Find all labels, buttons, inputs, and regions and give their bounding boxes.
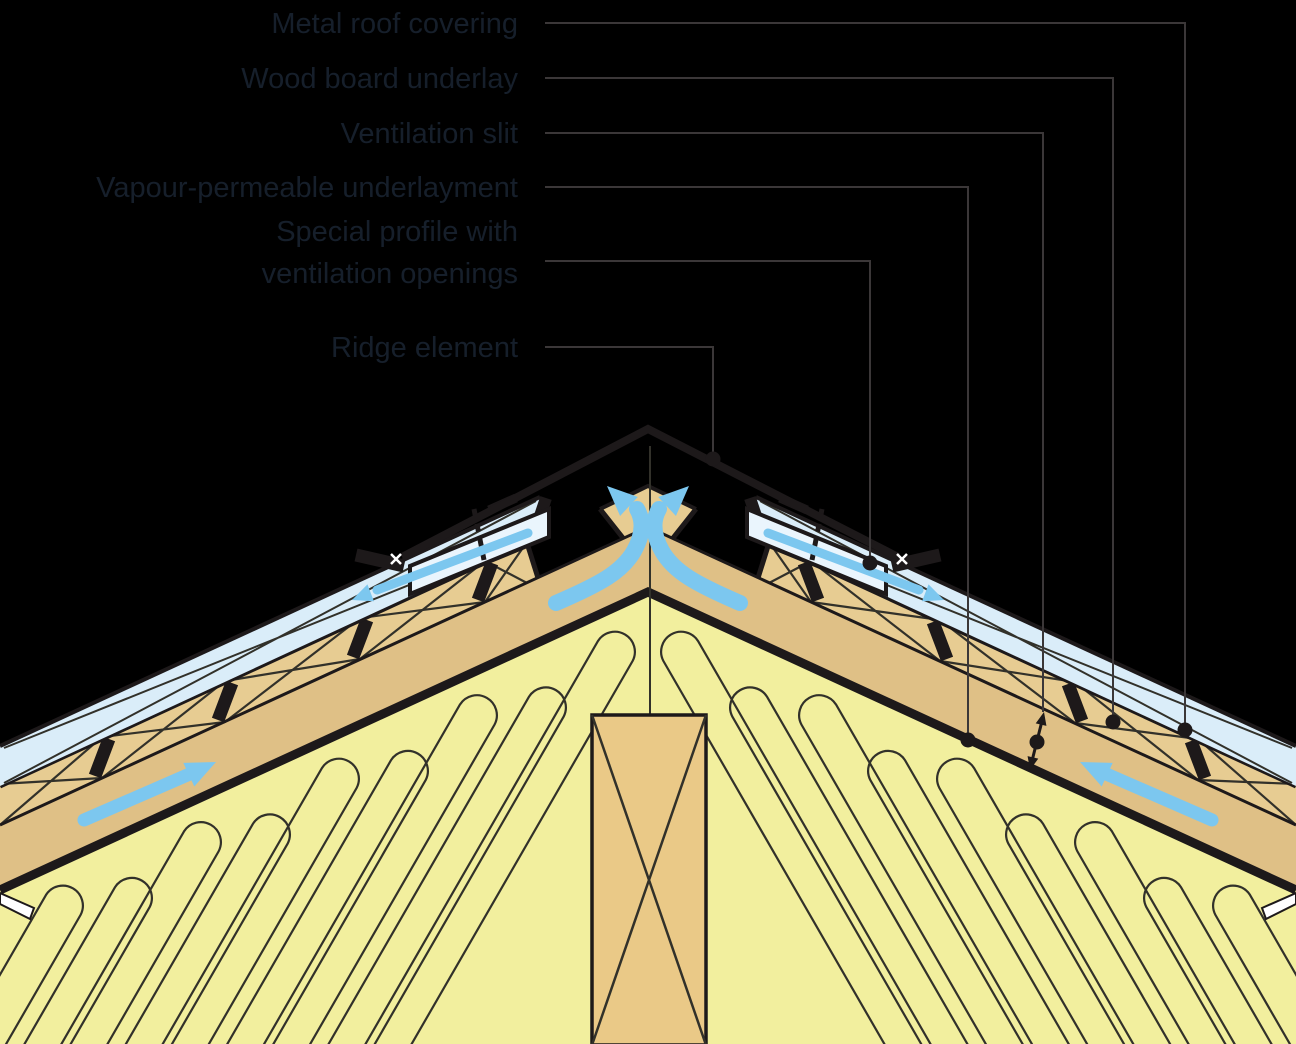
leader-wood-board-underlay [545,77,1114,722]
airflow-arrowhead-icon [922,584,944,602]
airflow-arrow-ridge-right [646,501,748,611]
leader-ridge-element [545,346,714,459]
leader-dot-icon [862,555,878,571]
airflow-arrow-profile-right [763,528,924,595]
measure-arrowhead-icon [1035,712,1047,726]
interior-lining-corner-left [0,891,36,921]
leader-lines [545,22,1186,740]
insulation-hatch-right [660,630,1296,1044]
wood-board-underlay-right [755,541,1296,826]
ridge-cap [354,424,942,573]
ventilation-air-channel [0,527,1296,890]
labels: Metal roof covering Wood board underlay … [96,8,518,364]
leader-ventilation-slit [545,132,1044,712]
label-ridge-element: Ridge element [331,332,518,364]
label-vapour-permeable-underlayment: Vapour-permeable underlayment [96,172,518,204]
leader-dots [705,451,1193,750]
leader-dot-icon [1177,722,1193,738]
airflow-arrow-ridge-left [548,501,650,611]
airflow-arrowhead-icon [183,762,216,787]
fixing-cross-icon-right [896,553,908,565]
label-wood-board-underlay: Wood board underlay [241,63,518,95]
label-ventilation-slit: Ventilation slit [341,118,518,150]
wood-board-underlay-left [0,541,541,826]
airflow-arrows [77,486,1219,827]
leader-special-profile [545,260,871,563]
airflow-arrowhead-icon [658,486,689,516]
ridge-post [590,713,708,1044]
airflow-arrow-eave-right [1097,766,1219,827]
airflow-arrow-profile-left [372,528,533,595]
board-gap-bars-right [797,560,1212,781]
airflow-arrowhead-icon [607,486,638,516]
leader-dot-icon [960,732,976,748]
label-special-profile-line1: Special profile with [276,216,518,248]
insulation-hatch-left [0,630,636,1044]
airflow-arrow-eave-left [77,766,199,827]
measure-arrowhead-icon [1027,756,1039,770]
leader-metal-roof-covering [545,22,1186,730]
leader-dot-icon [1105,714,1121,730]
leader-vapour-permeable-underlayment [545,186,969,740]
slit-measure-arrow [1027,712,1047,770]
airflow-arrowhead-icon [1080,762,1113,787]
label-metal-roof-covering: Metal roof covering [271,8,518,40]
interior-lining-corner-right [1260,891,1296,921]
airflow-arrowhead-icon [352,584,374,602]
ridge-cap-end-bars [354,548,942,573]
board-gap-bars-left [88,560,499,779]
vapour-permeable-underlayment-line [0,587,1296,895]
fixing-cross-icon-left [390,553,402,565]
leader-dot-icon [705,451,721,467]
label-special-profile-line2: ventilation openings [262,258,518,290]
